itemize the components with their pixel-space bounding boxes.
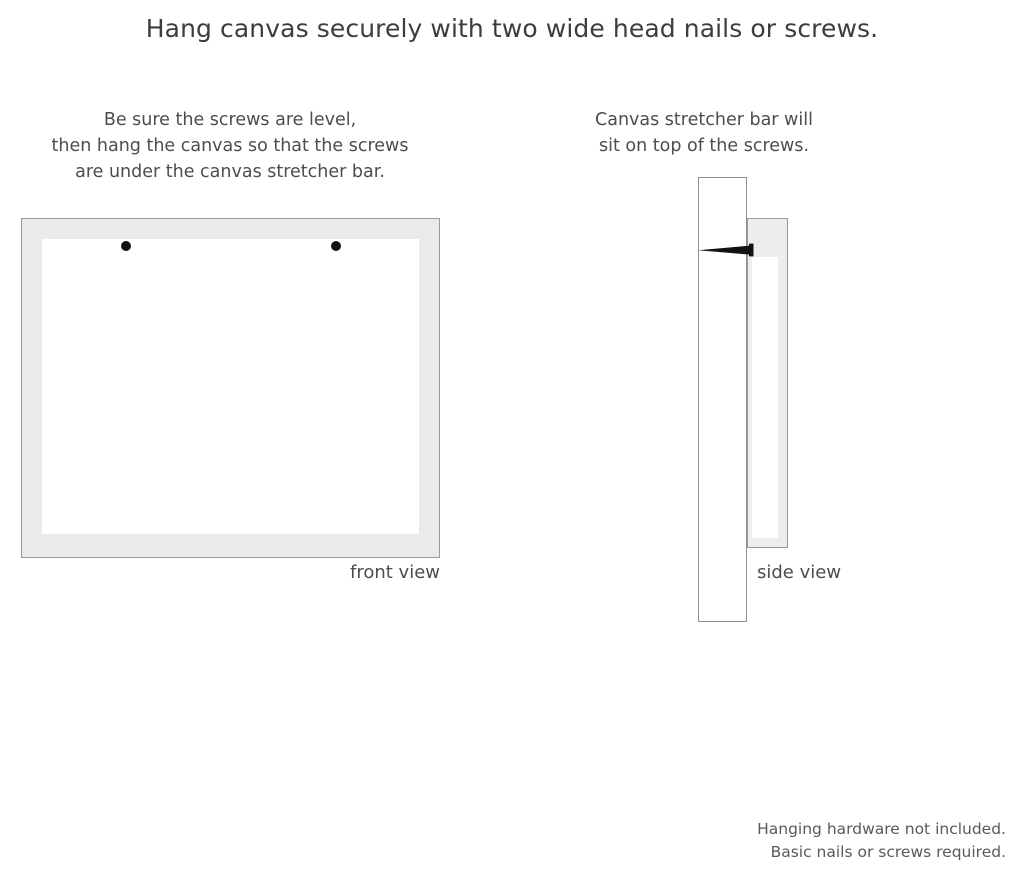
canvas-frame-front (21, 218, 440, 558)
screw-side-icon (698, 242, 760, 258)
stretcher-bar-cavity (752, 257, 778, 538)
front-view-caption: Be sure the screws are level, then hang … (20, 107, 440, 185)
hardware-disclaimer-line-1: Hanging hardware not included. (757, 820, 1006, 838)
screw-head-right-icon (331, 241, 341, 251)
page-title: Hang canvas securely with two wide head … (145, 14, 879, 43)
hardware-disclaimer-line-2: Basic nails or screws required. (770, 843, 1006, 861)
side-view-label: side view (757, 562, 842, 583)
canvas-face (42, 239, 419, 534)
front-view-caption-line-2: then hang the canvas so that the screws (51, 136, 409, 156)
front-view-caption-line-3: are under the canvas stretcher bar. (75, 162, 385, 182)
side-view-diagram (690, 170, 890, 630)
canvas-stretcher-bar-side (747, 218, 788, 548)
hardware-disclaimer: Hanging hardware not included. Basic nai… (757, 818, 1006, 864)
front-view-caption-line-1: Be sure the screws are level, (103, 110, 357, 130)
side-view-caption-line-2: sit on top of the screws. (598, 136, 810, 156)
side-view-caption-line-1: Canvas stretcher bar will (595, 110, 813, 130)
screw-head-left-icon (121, 241, 131, 251)
front-view-diagram (21, 218, 440, 558)
side-view-caption: Canvas stretcher bar will sit on top of … (578, 107, 830, 159)
front-view-label: front view (350, 562, 440, 583)
